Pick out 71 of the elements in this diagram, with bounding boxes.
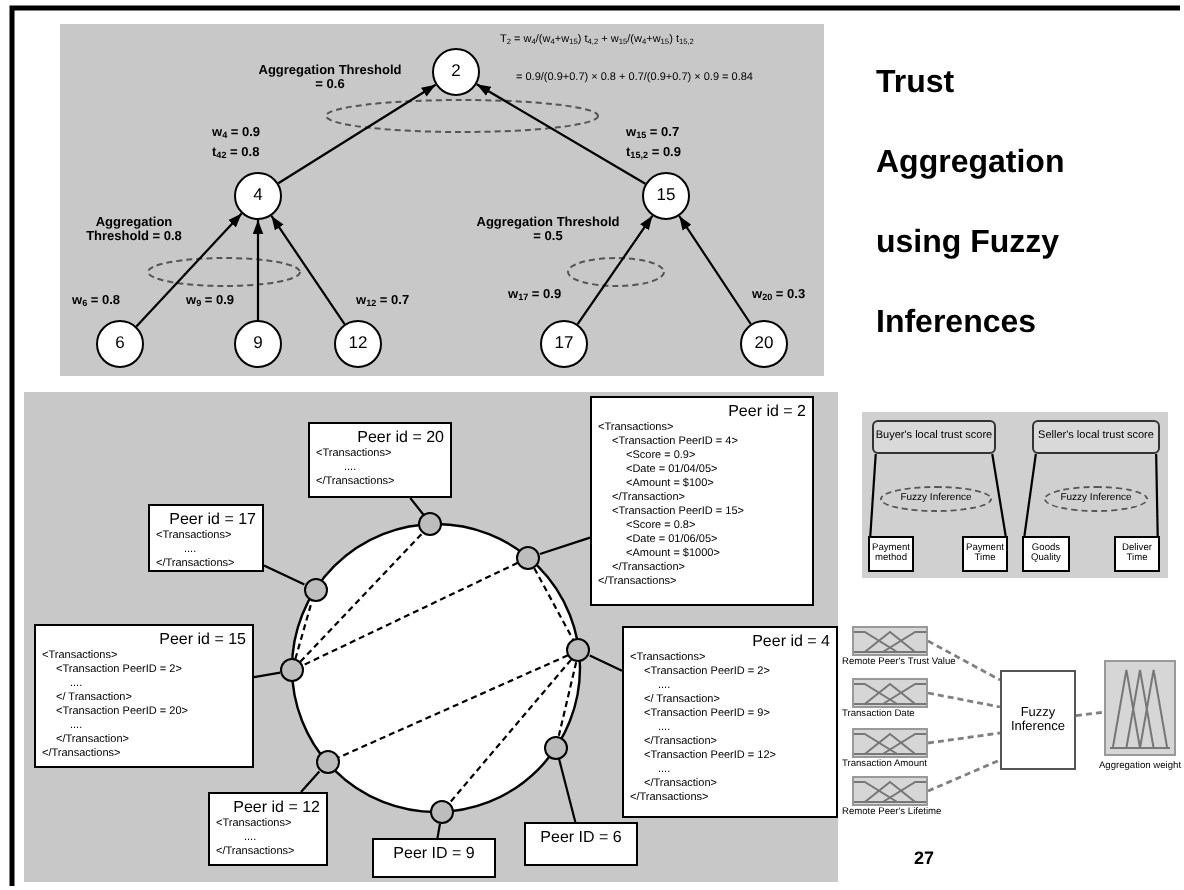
input-box	[868, 536, 914, 572]
input-box	[962, 536, 1008, 572]
membership-function-drawing	[852, 678, 928, 708]
membership-function-drawing	[852, 776, 928, 806]
dashed-line	[927, 639, 1001, 682]
callout-box	[590, 396, 814, 606]
input-box	[1022, 536, 1070, 572]
leader-line	[300, 770, 321, 793]
callout-box	[148, 504, 264, 572]
node-number: 17	[554, 334, 574, 354]
callout-box	[34, 624, 254, 768]
fuzzy-inference-ellipse	[1044, 486, 1148, 512]
callout-heading: Peer ID = 6	[538, 828, 624, 848]
leader-line	[589, 654, 623, 672]
dashed-line	[927, 691, 1001, 709]
dashed-line	[294, 600, 313, 660]
callout-heading: Peer id = 2	[726, 402, 806, 422]
dashed-line	[927, 758, 1001, 793]
score-box	[872, 420, 996, 454]
output-function-drawing	[1104, 660, 1176, 756]
membership-function-drawing	[852, 728, 928, 758]
input-box	[1114, 536, 1160, 572]
arrow	[270, 215, 346, 325]
slide-title: Trust Aggregation using Fuzzy Inferences	[876, 64, 1067, 344]
membership-function-drawing	[852, 626, 928, 656]
connector-line	[1023, 453, 1037, 537]
callout-heading: Peer id = 17	[167, 510, 256, 530]
callout-heading: Peer id = 15	[157, 630, 246, 650]
node-number: 12	[348, 334, 368, 354]
dashed-line	[927, 731, 1001, 745]
score-box	[1032, 420, 1160, 454]
callout-heading: Peer id = 4	[750, 632, 830, 652]
callout-box	[208, 792, 328, 866]
leader-line	[253, 671, 281, 679]
connector-line	[869, 453, 877, 537]
fuzzy-inference-ellipse	[880, 486, 992, 512]
node-number: 15	[656, 186, 676, 206]
dashed-line	[337, 654, 569, 759]
node-number: 9	[253, 334, 263, 354]
leader-line	[436, 823, 442, 839]
page-number: 27	[911, 848, 936, 869]
fuzzy-inference-box	[1000, 670, 1076, 770]
dashed-line	[533, 567, 575, 641]
callout-box	[308, 422, 452, 498]
node-number: 4	[253, 186, 263, 206]
dashed-line	[557, 661, 578, 737]
leader-line	[409, 497, 425, 516]
dashed-line	[299, 532, 424, 663]
callout-box	[622, 626, 838, 818]
callout-box	[524, 822, 638, 866]
connector-line	[1155, 453, 1159, 536]
callout-heading: Peer id = 20	[355, 428, 444, 448]
leader-line	[263, 564, 305, 586]
node-number: 2	[451, 62, 461, 82]
arrow	[135, 212, 243, 328]
leader-line	[558, 758, 577, 823]
dashed-line	[448, 658, 572, 804]
arrow	[252, 220, 264, 320]
arrow	[576, 215, 654, 325]
arrow	[476, 83, 646, 185]
arrow	[678, 215, 752, 325]
node-number: 20	[754, 334, 774, 354]
callout-heading: Peer ID = 9	[391, 844, 477, 864]
connector-line	[991, 453, 1007, 537]
dashed-line	[302, 561, 519, 667]
callout-box	[372, 838, 496, 878]
arrow	[277, 83, 437, 185]
node-number: 6	[115, 334, 125, 354]
dashed-line	[1075, 710, 1105, 717]
callout-heading: Peer id = 12	[231, 798, 320, 818]
leader-line	[539, 536, 591, 555]
